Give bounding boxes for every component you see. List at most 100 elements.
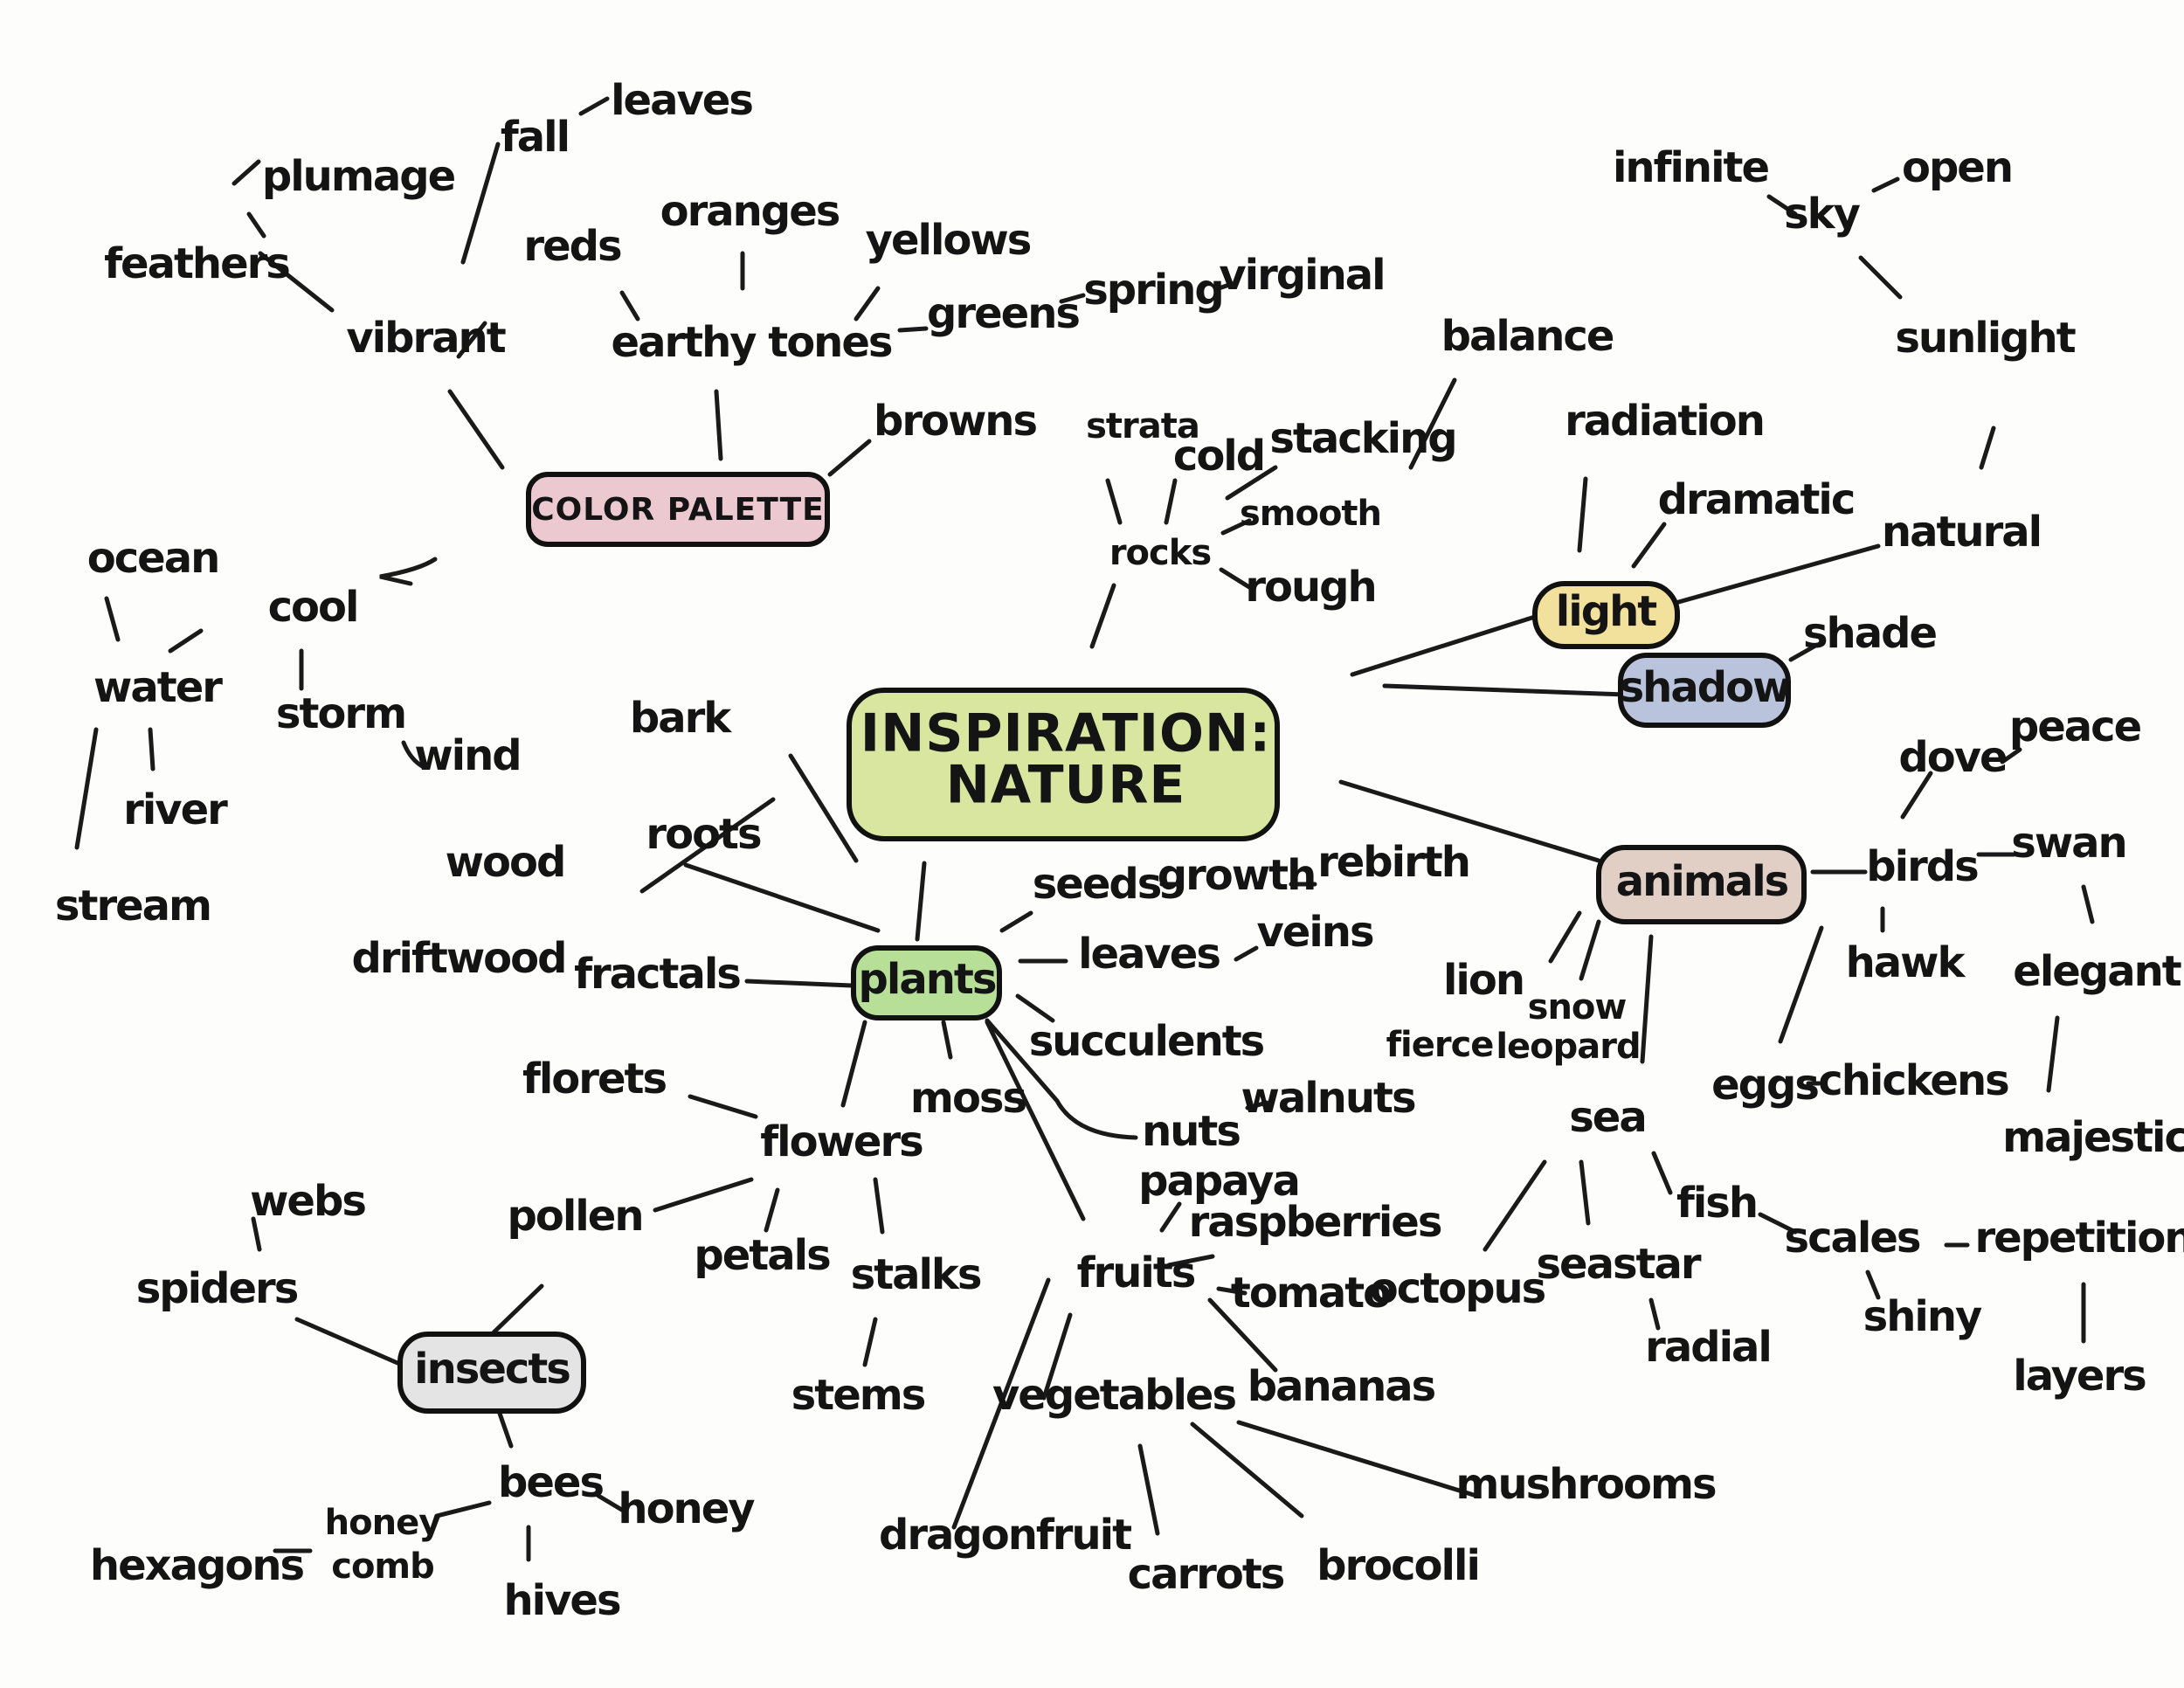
connector (1245, 1100, 1269, 1110)
connector (1059, 293, 1086, 304)
connector (1579, 919, 1601, 981)
word-spring: spring (1083, 266, 1223, 315)
word-leaves-top: leaves (611, 76, 752, 125)
word-scales: scales (1785, 1214, 1920, 1263)
word-oranges: oranges (660, 187, 840, 236)
connector (788, 753, 859, 863)
word-sea: sea (1569, 1093, 1646, 1142)
connector (1216, 281, 1234, 291)
word-papaya: papaya (1138, 1157, 1299, 1206)
hub-insects: insects (397, 1332, 586, 1414)
connector (985, 1020, 1086, 1221)
word-nuts: nuts (1142, 1107, 1240, 1156)
connector (1871, 176, 1900, 193)
word-fierce: fierce (1386, 1025, 1494, 1065)
connector (1350, 613, 1540, 677)
connector (639, 797, 776, 894)
word-strata: strata (1086, 406, 1199, 446)
word-sky: sky (1784, 190, 1860, 239)
shadow-box (1618, 653, 1791, 728)
connector (1105, 478, 1123, 525)
connector (1236, 1420, 1479, 1498)
connector (1979, 425, 1996, 470)
word-vegetables: vegetables (992, 1371, 1235, 1420)
word-leaves-mid: leaves (1078, 930, 1220, 979)
word-majestic: majestic (2002, 1113, 2184, 1162)
word-walnuts: walnuts (1241, 1074, 1414, 1123)
word-pollen: pollen (508, 1192, 643, 1241)
word-wood: wood (446, 838, 565, 887)
connector (294, 1317, 400, 1366)
connector (897, 326, 929, 333)
connector (2000, 747, 2022, 764)
word-spiders: spiders (136, 1264, 298, 1313)
plants-box (851, 945, 1002, 1020)
connector (1220, 518, 1252, 536)
connector-lines (74, 96, 2095, 1562)
hub-light: light (1532, 581, 1680, 649)
word-repetition: repetition (1974, 1214, 2184, 1263)
connector (1766, 194, 1798, 217)
connector (1900, 771, 1933, 820)
plants-label: plants (859, 955, 996, 1004)
connector (683, 862, 881, 933)
connector (1216, 1286, 1248, 1296)
word-snow: snow (1528, 987, 1627, 1027)
word-stacking: stacking (1269, 414, 1455, 463)
connector (251, 1216, 262, 1252)
word-plumage: plumage (262, 152, 455, 201)
connector (840, 1020, 867, 1108)
word-balance: balance (1441, 312, 1614, 361)
word-stems: stems (791, 1371, 925, 1420)
word-dramatic: dramatic (1658, 475, 1855, 524)
connector (744, 979, 854, 988)
word-tomato: tomato (1231, 1269, 1390, 1318)
word-moss: moss (910, 1074, 1026, 1123)
connector (1865, 1269, 1881, 1300)
word-swan: swan (2011, 819, 2125, 868)
connector (951, 1277, 1051, 1530)
word-yellows: yellows (866, 216, 1031, 265)
connector (1482, 1159, 1547, 1252)
connector (578, 96, 610, 116)
shadow-label: shadow (1620, 663, 1790, 712)
connector (619, 290, 640, 322)
center-title-line2: NATURE (946, 755, 1186, 816)
connector (447, 389, 505, 470)
word-hexagons: hexagons (90, 1541, 304, 1590)
connector (148, 727, 156, 771)
connector (1778, 925, 1824, 1044)
connector (1089, 583, 1116, 649)
connector (764, 1187, 780, 1233)
connector (1234, 945, 1259, 962)
connector (1219, 567, 1252, 590)
word-peace: peace (2009, 702, 2141, 751)
color-palette-label: COLOR PALETTE (531, 492, 825, 528)
word-shade: shade (1803, 609, 1936, 658)
connector (688, 1094, 758, 1119)
connector (1640, 934, 1654, 1064)
connector (456, 321, 487, 359)
word-radial: radial (1645, 1323, 1771, 1372)
word-feathers: feathers (104, 239, 289, 288)
word-succulents: succulents (1029, 1017, 1264, 1066)
connector (1631, 522, 1667, 569)
word-browns: browns (874, 397, 1037, 446)
word-driftwood: driftwood (352, 934, 566, 983)
connector (495, 1406, 514, 1449)
word-ocean: ocean (87, 534, 219, 583)
word-wind: wind (414, 731, 520, 780)
connector (1137, 1443, 1160, 1536)
word-virginal: virginal (1219, 251, 1384, 300)
connector (827, 439, 872, 477)
word-florets: florets (522, 1055, 666, 1103)
connector (1015, 993, 1055, 1023)
word-seeds: seeds (1033, 860, 1161, 909)
word-petals: petals (694, 1231, 830, 1280)
word-rocks: rocks (1109, 533, 1211, 573)
connector (1579, 1159, 1591, 1226)
word-growth: growth (1158, 851, 1315, 900)
connector (714, 389, 723, 461)
insects-label: insects (414, 1345, 570, 1394)
